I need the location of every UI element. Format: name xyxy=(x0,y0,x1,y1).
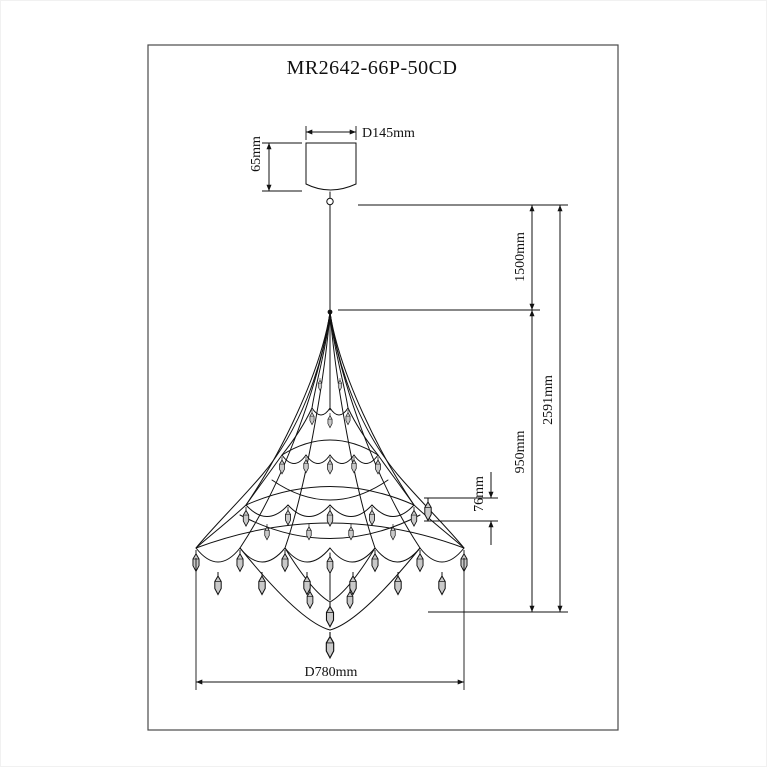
body-diameter-label: D780mm xyxy=(305,665,358,680)
chandelier-body xyxy=(192,309,468,659)
crystal-drop-label: 76mm xyxy=(472,476,487,512)
canopy xyxy=(305,142,357,206)
canopy-outline xyxy=(305,142,357,191)
canopy-height-label: 65mm xyxy=(249,136,264,172)
crystal-drops xyxy=(192,377,468,659)
outer-right-curve xyxy=(329,312,465,549)
overall-height-label: 2591mm xyxy=(541,375,556,425)
chandelier-frame xyxy=(195,309,465,631)
dimension-canopy-diameter: D145mm xyxy=(305,126,415,141)
body-height-label: 950mm xyxy=(513,431,528,474)
drawing-border xyxy=(147,44,619,731)
suspension-length-label: 1500mm xyxy=(513,232,528,282)
dimension-overall-height: 2591mm xyxy=(541,205,563,612)
drawing-title: MR2642-66P-50CD xyxy=(287,57,458,79)
dimension-suspension-length: 1500mm xyxy=(338,204,568,311)
canopy-hook xyxy=(326,197,334,206)
dimension-crystal-drop: 76mm xyxy=(424,472,498,545)
dimension-body-diameter: D780mm xyxy=(195,558,465,690)
outer-left-curve xyxy=(195,312,331,549)
dimension-canopy-height: 65mm xyxy=(249,136,302,192)
dimension-body-height: 950mm xyxy=(428,310,568,613)
reference-crystal-drop xyxy=(424,497,432,521)
canopy-diameter-label: D145mm xyxy=(362,126,415,141)
